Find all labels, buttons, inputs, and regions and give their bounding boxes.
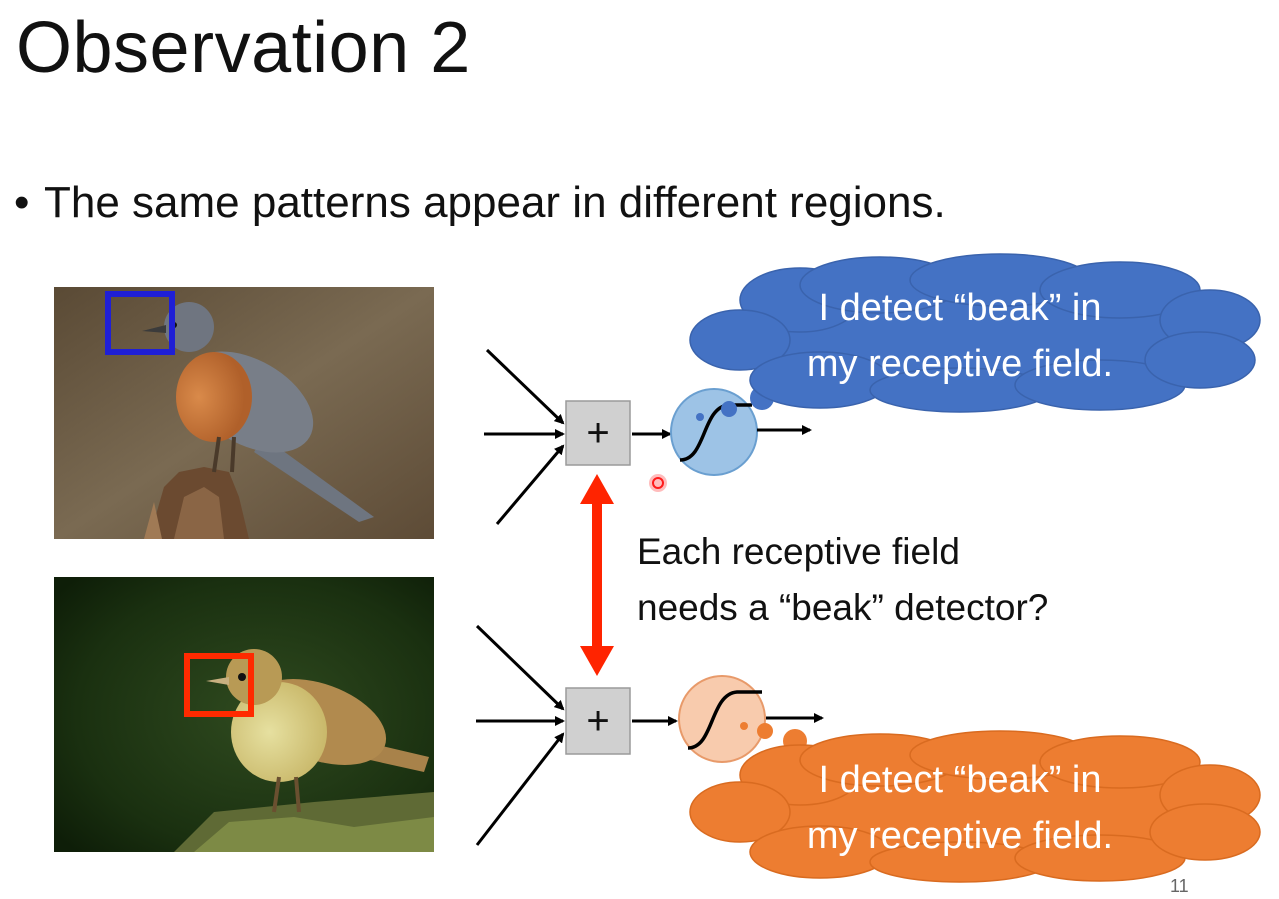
bird-photo-bottom: [54, 577, 434, 852]
question-text: Each receptive field needs a “beak” dete…: [637, 524, 1048, 636]
thought-dot-top-1: [696, 413, 704, 421]
thought-cloud-bottom: [689, 730, 1261, 883]
input-arrow-bottom-3: [475, 732, 565, 846]
thought-text-bottom: I detect “beak” in my receptive field.: [720, 752, 1200, 864]
thought-text-bottom-line1: I detect “beak” in: [818, 759, 1102, 801]
receptive-field-box-top: [105, 291, 175, 355]
thought-text-top: I detect “beak” in my receptive field.: [720, 280, 1200, 392]
question-line-2: needs a “beak” detector?: [637, 587, 1049, 628]
receptive-field-box-bottom: [184, 653, 254, 717]
page-number: 11: [1170, 876, 1189, 896]
bird-photo-top: [54, 287, 434, 539]
thought-dot-bottom-2: [757, 723, 773, 739]
bullet-point: • The same patterns appear in different r…: [14, 176, 946, 230]
thought-dot-top-2: [721, 401, 737, 417]
input-arrow-top-3: [495, 444, 565, 525]
input-arrow-bottom-1: [475, 624, 565, 711]
activation-circle-top: [670, 388, 758, 476]
thought-text-top-line1: I detect “beak” in: [818, 287, 1102, 329]
sum-symbol-bottom: +: [586, 699, 610, 743]
input-arrow-top-1: [485, 348, 565, 425]
thought-dot-bottom-1: [740, 722, 748, 730]
thought-text-bottom-line2: my receptive field.: [806, 815, 1114, 857]
shared-detector-double-arrow: [580, 474, 614, 676]
bullet-text: The same patterns appear in different re…: [44, 178, 946, 227]
bullet-icon: •: [14, 178, 30, 227]
sum-symbol-top: +: [586, 411, 610, 455]
thought-text-top-line2: my receptive field.: [806, 343, 1114, 385]
cursor-dot-icon: [649, 474, 667, 492]
thought-cloud-top: [689, 253, 1261, 413]
sum-box-bottom: [565, 687, 631, 755]
sigmoid-curve-bottom: [687, 690, 762, 750]
sum-box-top: [565, 400, 631, 466]
slide-title: Observation 2: [16, 8, 471, 88]
question-line-1: Each receptive field: [637, 531, 960, 572]
